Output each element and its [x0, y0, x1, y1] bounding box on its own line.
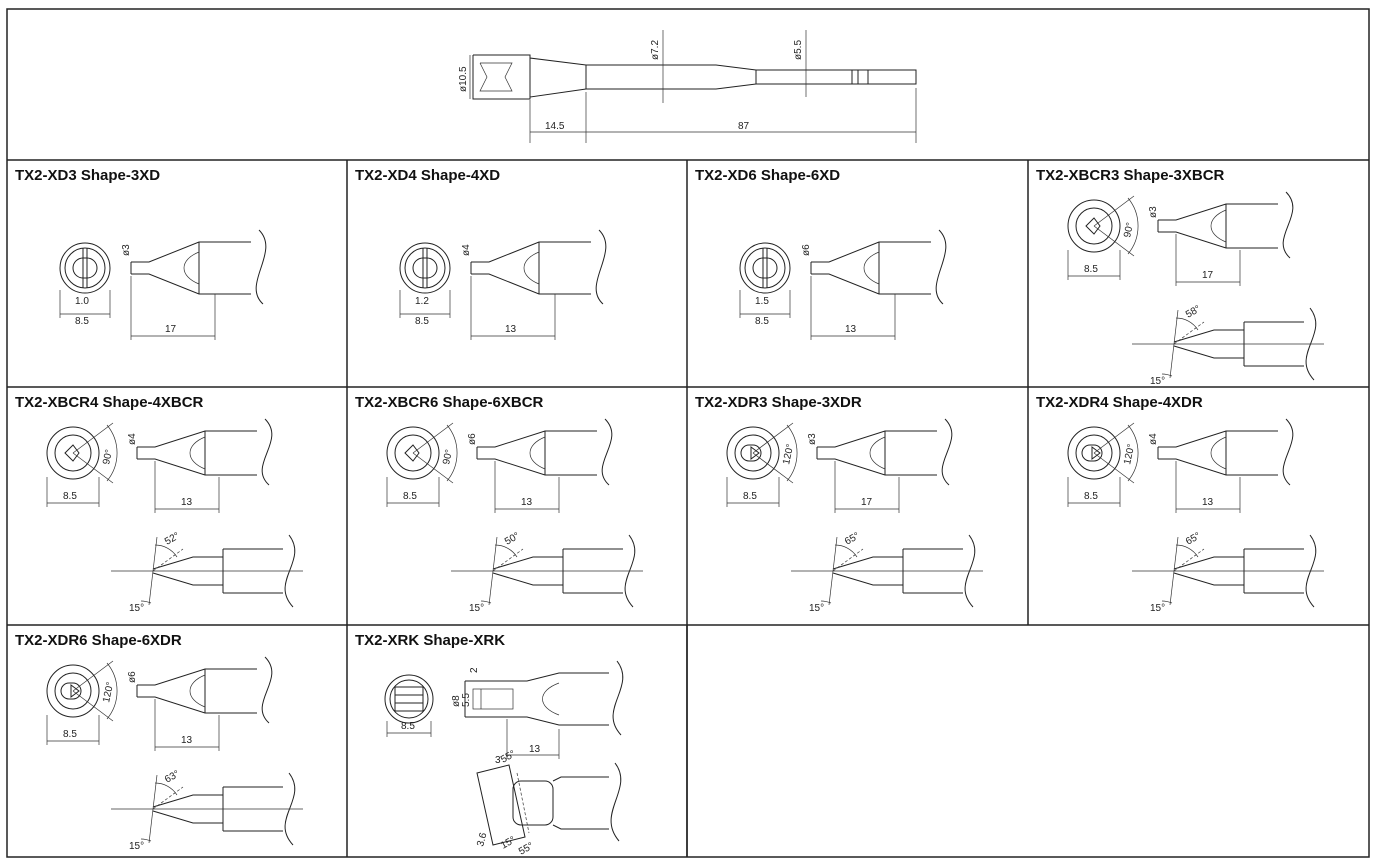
tip-length-label: 13	[181, 497, 193, 508]
tip-diameter-label: ø3	[121, 244, 132, 256]
tip-cell: TX2-XBCR4 Shape-4XBCR 90° 8.5 ø4 13 52° 15°	[15, 394, 303, 614]
edge-width-label: 3	[495, 755, 501, 766]
cell-title: TX2-XD3 Shape-3XD	[15, 167, 160, 184]
top-angle-label: 55°	[499, 749, 518, 766]
dim-front-diameter: ø5.5	[793, 40, 804, 60]
tip-diameter-label: ø6	[127, 671, 138, 683]
circle-diameter-label: 8.5	[1084, 264, 1098, 275]
dim-back-diameter: ø10.5	[458, 66, 469, 92]
tip-length-label: 13	[845, 324, 857, 335]
tip-diameter-label: ø4	[1148, 433, 1159, 445]
tip-cell: TX2-XD3 Shape-3XD 1.0 8.5 ø3 17	[15, 167, 267, 340]
tip-diameter-label: ø4	[127, 433, 138, 445]
blade-thickness-label: 1.0	[75, 296, 89, 307]
inner-width-label: 5.5	[461, 693, 472, 707]
blade-thickness-label: 1.5	[755, 296, 769, 307]
tilt-angle-label: 15°	[129, 603, 144, 614]
split-angle-label: 120°	[1122, 443, 1137, 466]
tilt-angle-label: 15°	[129, 841, 144, 852]
split-angle-label: 90°	[1122, 222, 1136, 239]
cell-title: TX2-XBCR4 Shape-4XBCR	[15, 394, 204, 411]
tip-diameter-label: ø6	[801, 244, 812, 256]
dim-length-a: 14.5	[545, 121, 565, 132]
tip-diameter-label: ø3	[1148, 206, 1159, 218]
tip-length-label: 17	[165, 324, 177, 335]
circle-diameter-label: 8.5	[75, 316, 89, 327]
top-width-label: 2	[469, 667, 480, 673]
tip-length-label: 17	[1202, 270, 1214, 281]
cell-title: TX2-XD6 Shape-6XD	[695, 167, 840, 184]
dim-length-b: 87	[738, 121, 750, 132]
circle-diameter-label: 8.5	[63, 491, 77, 502]
blade-thickness-label: 1.2	[415, 296, 429, 307]
tip-cell: TX2-XDR3 Shape-3XDR 120° 8.5 ø3 17 65° 15°	[695, 394, 983, 614]
tip-cells: TX2-XD3 Shape-3XD 1.0 8.5 ø3 17 TX2-XD4 Shape…	[15, 167, 1324, 858]
circle-diameter-label: 8.5	[743, 491, 757, 502]
circle-diameter-label: 8.5	[415, 316, 429, 327]
circle-diameter-label: 8.5	[63, 729, 77, 740]
cell-title: TX2-XBCR6 Shape-6XBCR	[355, 394, 544, 411]
tip-diameter-label: ø3	[807, 433, 818, 445]
tip-cell: TX2-XDR6 Shape-6XDR 120° 8.5 ø6 13 63° 15°	[15, 632, 303, 852]
bevel-angle-label: 65°	[1184, 531, 1203, 548]
split-angle-label: 120°	[781, 443, 796, 466]
tip-diameter-label: ø8	[451, 695, 462, 707]
bevel-angle-label: 50°	[503, 531, 522, 548]
tip-cell: TX2-XBCR6 Shape-6XBCR 90° 8.5 ø6 13 50° 15°	[355, 394, 643, 614]
main-tip-drawing: ø10.5 ø7.2 ø5.5 14.5 87	[458, 30, 917, 143]
cell-title: TX2-XDR6 Shape-6XDR	[15, 632, 182, 649]
split-angle-label: 90°	[441, 449, 455, 466]
grid-frame	[6, 8, 1370, 858]
tip-cell: TX2-XD4 Shape-4XD 1.2 8.5 ø4 13	[355, 167, 607, 340]
tilt-angle-label: 15°	[469, 603, 484, 614]
circle-diameter-label: 8.5	[1084, 491, 1098, 502]
tip-length-label: 13	[181, 735, 193, 746]
tilt-angle-label: 15°	[1150, 603, 1165, 614]
bevel-angle-label: 65°	[843, 531, 862, 548]
tilt-angle-label: 15°	[1150, 376, 1165, 387]
circle-diameter-label: 8.5	[755, 316, 769, 327]
tip-cell: TX2-XBCR3 Shape-3XBCR 90° 8.5 ø3 17 58° 15°	[1036, 167, 1324, 387]
cell-title: TX2-XD4 Shape-4XD	[355, 167, 500, 184]
split-angle-label: 90°	[101, 449, 115, 466]
cell-title: TX2-XRK Shape-XRK	[355, 632, 505, 649]
bevel-angle-label: 52°	[163, 531, 182, 548]
tip-length-label: 17	[861, 497, 873, 508]
tip-cell: TX2-XDR4 Shape-4XDR 120° 8.5 ø4 13 65° 15°	[1036, 394, 1324, 614]
tip-length-label: 13	[529, 744, 541, 755]
blade-thick-label: 3.6	[475, 831, 489, 848]
split-angle-label: 120°	[101, 681, 116, 704]
circle-diameter-label: 8.5	[403, 491, 417, 502]
tip-length-label: 13	[521, 497, 533, 508]
bevel-angle-label: 63°	[163, 769, 182, 786]
dim-mid-diameter: ø7.2	[650, 40, 661, 60]
circle-diameter-label: 8.5	[401, 721, 415, 732]
tip-length-label: 13	[505, 324, 517, 335]
tilt-angle-label: 15°	[809, 603, 824, 614]
lower-angle-label: 55°	[517, 841, 536, 858]
tip-diameter-label: ø4	[461, 244, 472, 256]
cell-title: TX2-XBCR3 Shape-3XBCR	[1036, 167, 1225, 184]
bottom-angle-label: 15°	[499, 835, 518, 852]
cell-title: TX2-XDR4 Shape-4XDR	[1036, 394, 1203, 411]
tip-cell: TX2-XD6 Shape-6XD 1.5 8.5 ø6 13	[695, 167, 947, 340]
tip-diameter-label: ø6	[467, 433, 478, 445]
cell-title: TX2-XDR3 Shape-3XDR	[695, 394, 862, 411]
bevel-angle-label: 58°	[1184, 304, 1203, 321]
tip-length-label: 13	[1202, 497, 1214, 508]
